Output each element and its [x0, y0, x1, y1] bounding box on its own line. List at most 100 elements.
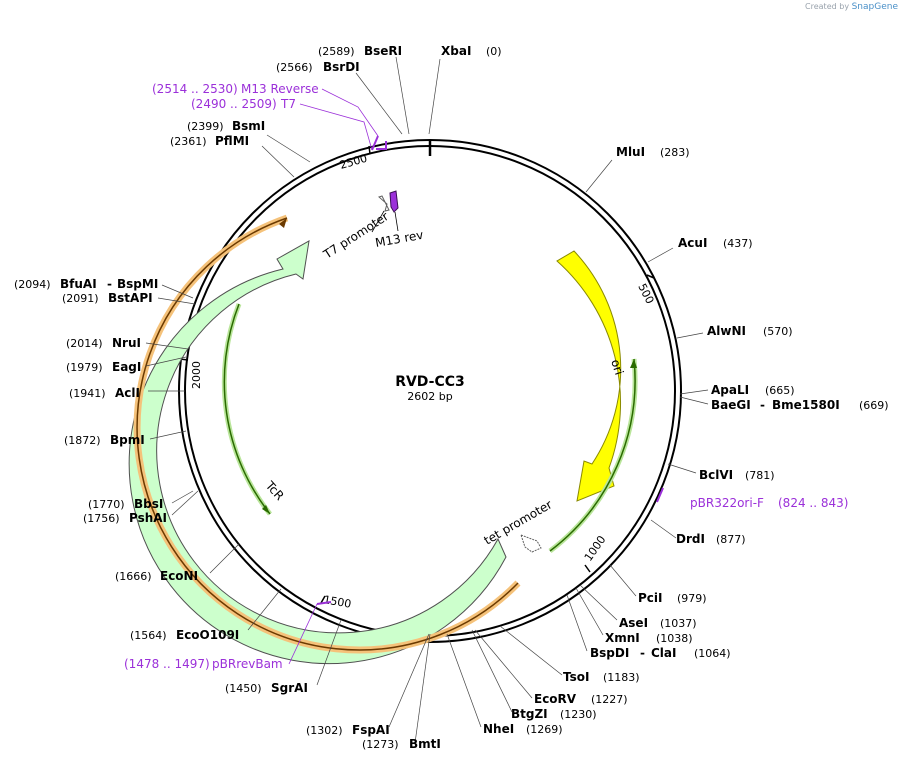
enzyme-bspdi-dash: - [640, 646, 645, 660]
primer-m13-reverse-name[interactable]: M13 Reverse [241, 82, 319, 96]
inner-orf-arc-right-core [549, 358, 636, 552]
enzyme-xmni[interactable]: XmnI [605, 631, 640, 645]
tick-500-mark [646, 274, 655, 279]
enzyme-labels: XbaI (0) (2589) BseRI (2566) BsrDI MluI … [14, 44, 889, 751]
primer-t7-range: (2490 .. 2509) [191, 97, 277, 111]
enzyme-bsmi-pos: (2399) [187, 120, 224, 133]
snapgene-watermark: Created by SnapGene [805, 2, 898, 12]
enzyme-bbsi-pos: (1770) [88, 498, 125, 511]
enzyme-bfuai[interactable]: BfuAI [60, 277, 97, 291]
primer-pbr322ori-f-name[interactable]: pBR322ori-F [690, 496, 764, 510]
enzyme-pflmi[interactable]: PflMI [215, 134, 249, 148]
enzyme-baegi-pos: (669) [859, 399, 889, 412]
enzyme-xbai[interactable]: XbaI [441, 44, 471, 58]
enzyme-baegi-dash: - [760, 398, 765, 412]
m13-rev-label: M13 rev [374, 228, 424, 250]
enzyme-bsrdi-pos: (2566) [276, 61, 313, 74]
enzyme-btgzi[interactable]: BtgZI [511, 707, 548, 721]
primer-leaders [288, 88, 664, 665]
enzyme-bseri-pos: (2589) [318, 45, 355, 58]
ori-feature[interactable] [556, 250, 622, 502]
plasmid-length: 2602 bp [407, 390, 452, 403]
enzyme-bfuai-dash: - [107, 277, 112, 291]
enzyme-alwni[interactable]: AlwNI [707, 324, 746, 338]
enzyme-bbsi[interactable]: BbsI [134, 497, 163, 511]
enzyme-btgzi-pos: (1230) [560, 708, 597, 721]
tick-1500: 1500 [322, 593, 352, 611]
enzyme-alwni-pos: (570) [763, 325, 793, 338]
enzyme-acui-pos: (437) [723, 237, 753, 250]
enzyme-pcii[interactable]: PciI [638, 591, 663, 605]
enzyme-bstapi[interactable]: BstAPI [108, 291, 153, 305]
enzyme-bstapi-pos: (2091) [62, 292, 99, 305]
enzyme-tsoi[interactable]: TsoI [563, 670, 589, 684]
m13-rev-feature[interactable] [389, 190, 399, 213]
tcr-feature[interactable] [128, 240, 507, 665]
enzyme-econi-pos: (1666) [115, 570, 152, 583]
enzyme-pshai[interactable]: PshAI [129, 511, 167, 525]
enzyme-bspdi-pos: (1064) [694, 647, 731, 660]
enzyme-ecorv[interactable]: EcoRV [534, 692, 577, 706]
enzyme-acli[interactable]: AclI [115, 386, 140, 400]
tcr-orf-arrowhead [279, 218, 287, 228]
primer-pbr322ori-f-range: (824 .. 843) [778, 496, 848, 510]
tick-2500-mark [368, 145, 371, 155]
snapgene-logo: SnapGene [851, 2, 898, 12]
enzyme-bseri[interactable]: BseRI [364, 44, 402, 58]
enzyme-sgrai[interactable]: SgrAI [271, 681, 308, 695]
enzyme-nrui-pos: (2014) [66, 337, 103, 350]
enzyme-bclvi[interactable]: BclVI [699, 468, 733, 482]
primer-pbrrevbam-name[interactable]: pBRrevBam [212, 657, 283, 671]
enzyme-fspai-pos: (1302) [306, 724, 343, 737]
enzyme-bmti-pos: (1273) [362, 738, 399, 751]
inner-orf-left-arrowhead [262, 505, 270, 514]
tcr-orf-arc-core [136, 217, 519, 651]
enzyme-eagi-pos: (1979) [66, 361, 103, 374]
tcr-label: TcR [262, 478, 287, 503]
enzyme-mlui[interactable]: MluI [616, 145, 645, 159]
feature-arcs: ori TcR T7 promoter M13 rev tet promoter [128, 190, 638, 665]
enzyme-pcii-pos: (979) [677, 592, 707, 605]
enzyme-bpmi[interactable]: BpmI [110, 433, 145, 447]
enzyme-bspdi[interactable]: BspDI [590, 646, 629, 660]
enzyme-pshai-pos: (1756) [83, 512, 120, 525]
tick-2000: 2000 [190, 361, 203, 389]
enzyme-clai[interactable]: ClaI [651, 646, 676, 660]
enzyme-eagi[interactable]: EagI [112, 360, 141, 374]
enzyme-nrui[interactable]: NruI [112, 336, 141, 350]
t7-promoter-feature[interactable] [378, 195, 390, 212]
tick-1500-mark [320, 595, 326, 604]
enzyme-bmti[interactable]: BmtI [409, 737, 441, 751]
plasmid-name: RVD-CC3 [395, 374, 465, 390]
enzyme-apali-pos: (665) [765, 384, 795, 397]
enzyme-tsoi-pos: (1183) [603, 671, 640, 684]
enzyme-sgrai-pos: (1450) [225, 682, 262, 695]
enzyme-baegi[interactable]: BaeGI [711, 398, 751, 412]
enzyme-apali[interactable]: ApaLI [711, 383, 749, 397]
enzyme-mlui-pos: (283) [660, 146, 690, 159]
enzyme-bsrdi[interactable]: BsrDI [323, 60, 360, 74]
enzyme-bsmi[interactable]: BsmI [232, 119, 265, 133]
enzyme-bme1580i[interactable]: Bme1580I [772, 398, 840, 412]
tet-promoter-feature[interactable] [520, 534, 542, 553]
enzyme-asei[interactable]: AseI [619, 616, 648, 630]
enzyme-asei-pos: (1037) [660, 617, 697, 630]
watermark-created-by: Created by [805, 2, 850, 11]
inner-orf-arc-left [221, 303, 272, 516]
enzyme-drdi[interactable]: DrdI [676, 532, 705, 546]
enzyme-fspai[interactable]: FspAI [352, 723, 390, 737]
enzyme-econi[interactable]: EcoNI [160, 569, 198, 583]
tick-1000-mark [584, 564, 591, 573]
enzyme-bpmi-pos: (1872) [64, 434, 101, 447]
enzyme-ecoo109i[interactable]: EcoO109I [176, 628, 239, 642]
enzyme-xmni-pos: (1038) [656, 632, 693, 645]
enzyme-nhei[interactable]: NheI [483, 722, 514, 736]
enzyme-pflmi-pos: (2361) [170, 135, 207, 148]
enzyme-bspmi[interactable]: BspMI [117, 277, 158, 291]
enzyme-drdi-pos: (877) [716, 533, 746, 546]
primer-t7-name[interactable]: T7 [280, 97, 296, 111]
primer-pbrrevbam-range: (1478 .. 1497) [124, 657, 210, 671]
ori-label: ori [608, 358, 626, 377]
enzyme-acui[interactable]: AcuI [678, 236, 707, 250]
